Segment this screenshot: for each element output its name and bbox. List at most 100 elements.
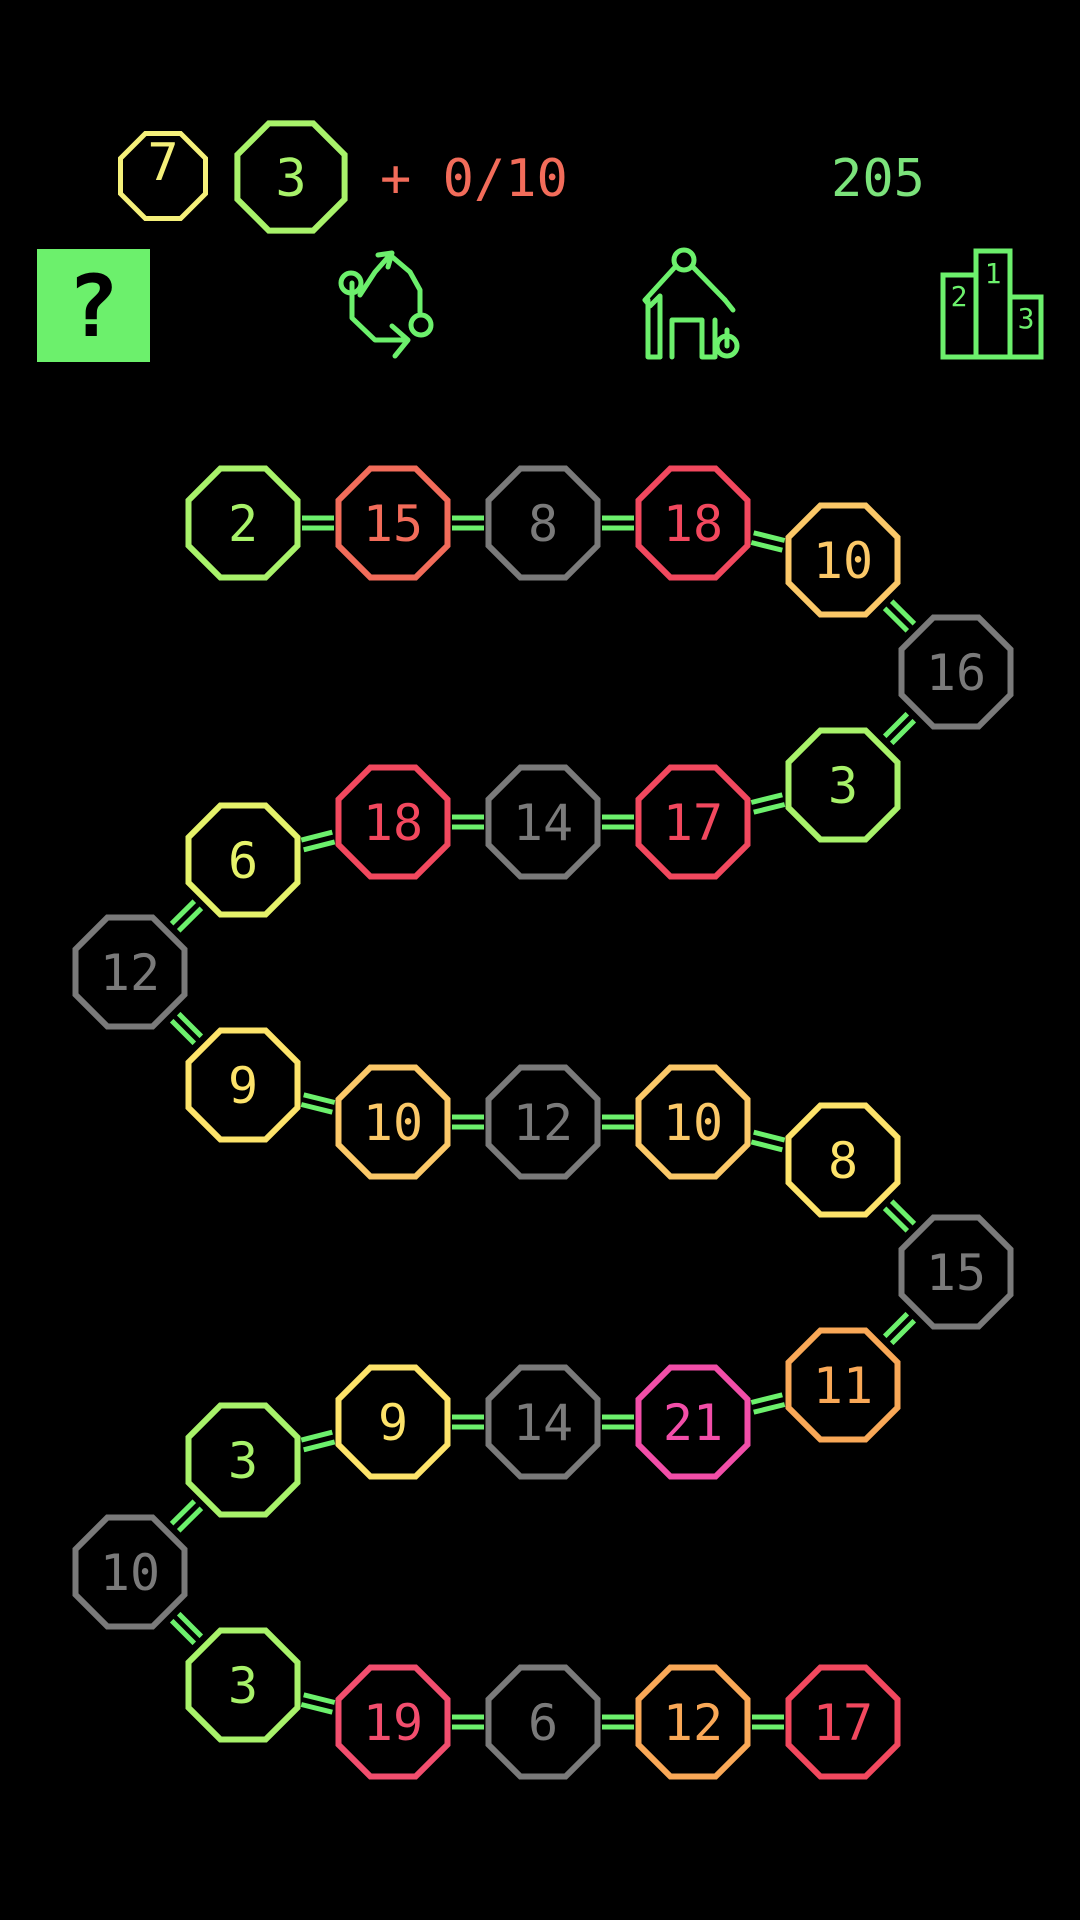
path-link-line <box>889 1199 917 1226</box>
path-node-octagon-icon[interactable] <box>785 1664 901 1780</box>
path-link-line <box>753 1402 786 1415</box>
path-node-octagon-icon[interactable] <box>72 1514 188 1630</box>
path-node-octagon-icon[interactable] <box>485 465 601 581</box>
path-node-octagon-icon[interactable] <box>185 1027 301 1143</box>
path-node[interactable]: 3 <box>185 1627 301 1743</box>
path-node-octagon-icon[interactable] <box>185 802 301 918</box>
path-node[interactable]: 9 <box>185 1027 301 1143</box>
path-node-value: 10 <box>100 1544 160 1602</box>
path-node[interactable]: 11 <box>785 1327 901 1443</box>
podium-first-label: 1 <box>985 257 1002 290</box>
path-node-octagon-icon[interactable] <box>785 502 901 618</box>
path-link-line <box>750 792 783 805</box>
path-node-octagon-icon[interactable] <box>898 614 1014 730</box>
path-link <box>169 899 204 933</box>
path-node-octagon-icon[interactable] <box>785 727 901 843</box>
path-node-octagon-icon[interactable] <box>485 1664 601 1780</box>
path-node-octagon-icon[interactable] <box>335 1064 451 1180</box>
path-node-octagon-icon[interactable] <box>785 1102 901 1218</box>
path-node-value: 9 <box>378 1394 408 1452</box>
path-link-line <box>169 1618 197 1646</box>
path-link-line <box>750 1139 783 1153</box>
leaderboard-icon[interactable]: 1 2 3 <box>940 248 1044 360</box>
path-node-octagon-icon[interactable] <box>335 764 451 880</box>
path-link-line <box>882 1206 910 1233</box>
path-node[interactable]: 6 <box>185 802 301 918</box>
path-node-octagon-icon[interactable] <box>185 1402 301 1518</box>
path-link <box>602 1414 634 1430</box>
path-link <box>750 1129 786 1153</box>
path-link-line <box>300 1429 333 1443</box>
path-node[interactable]: 6 <box>485 1664 601 1780</box>
path-node-octagon-icon[interactable] <box>898 1214 1014 1330</box>
path-node-octagon-icon[interactable] <box>635 1664 751 1780</box>
path-node[interactable]: 12 <box>485 1064 601 1180</box>
path-node-octagon-icon[interactable] <box>635 1064 751 1180</box>
path-link <box>750 1392 786 1415</box>
path-node[interactable]: 15 <box>335 465 451 581</box>
path-link <box>300 1429 336 1453</box>
path-node[interactable]: 14 <box>485 1364 601 1480</box>
path-link-line <box>169 899 197 926</box>
path-link <box>882 599 917 633</box>
path-link-line <box>889 599 917 626</box>
path-link <box>169 1499 204 1533</box>
path-node-octagon-icon[interactable] <box>485 764 601 880</box>
path-node[interactable]: 10 <box>72 1514 188 1630</box>
path-node-octagon-icon[interactable] <box>335 1364 451 1480</box>
score-value: 205 <box>831 149 925 209</box>
path-node[interactable]: 17 <box>635 764 751 880</box>
path-node-octagon-icon[interactable] <box>485 1364 601 1480</box>
path-node[interactable]: 3 <box>185 1402 301 1518</box>
path-node-octagon-icon[interactable] <box>635 1364 751 1480</box>
path-link-line <box>303 1092 336 1105</box>
path-node[interactable]: 21 <box>635 1364 751 1480</box>
path-node-octagon-icon[interactable] <box>635 465 751 581</box>
path-node-octagon-icon[interactable] <box>485 1064 601 1180</box>
path-node[interactable]: 9 <box>335 1364 451 1480</box>
path-link <box>602 1714 634 1730</box>
path-node[interactable]: 19 <box>335 1664 451 1780</box>
path-node[interactable]: 14 <box>485 764 601 880</box>
help-icon[interactable] <box>37 249 150 362</box>
path-node-octagon-icon[interactable] <box>72 914 188 1030</box>
path-node[interactable]: 10 <box>335 1064 451 1180</box>
path-node-value: 18 <box>363 794 423 852</box>
path-node-value: 3 <box>228 1432 258 1490</box>
path-node[interactable]: 8 <box>785 1102 901 1218</box>
path-node[interactable]: 18 <box>635 465 751 581</box>
path-link-line <box>753 1129 786 1143</box>
path-node-octagon-icon[interactable] <box>335 1664 451 1780</box>
help-button[interactable]: ? <box>37 249 150 362</box>
path-node-value: 11 <box>813 1357 873 1415</box>
path-node-octagon-icon[interactable] <box>785 1327 901 1443</box>
path-node-octagon-icon[interactable] <box>335 465 451 581</box>
path-link <box>300 829 336 853</box>
path-node[interactable]: 12 <box>72 914 188 1030</box>
path-node[interactable]: 12 <box>635 1664 751 1780</box>
path-node-value: 3 <box>228 1657 258 1715</box>
path-node[interactable]: 10 <box>635 1064 751 1180</box>
path-node-value: 17 <box>813 1694 873 1752</box>
path-node[interactable]: 8 <box>485 465 601 581</box>
path-node[interactable]: 3 <box>785 727 901 843</box>
path-node[interactable]: 10 <box>785 502 901 618</box>
hud: 7 3 + 0/10 205 <box>118 120 925 234</box>
path-node-octagon-icon[interactable] <box>185 1627 301 1743</box>
path-node[interactable]: 18 <box>335 764 451 880</box>
path-node-octagon-icon[interactable] <box>635 764 751 880</box>
path-node-value: 17 <box>663 794 723 852</box>
path-node[interactable]: 17 <box>785 1664 901 1780</box>
path-node-value: 18 <box>663 495 723 553</box>
swap-icon[interactable] <box>335 245 435 360</box>
next-tile-octagon-icon <box>234 120 348 234</box>
path-link-line <box>753 530 786 543</box>
path-node[interactable]: 16 <box>898 614 1014 730</box>
path-node-value: 15 <box>363 495 423 553</box>
path-node[interactable]: 15 <box>898 1214 1014 1330</box>
path-link-line <box>303 839 336 853</box>
path-node[interactable]: 2 <box>185 465 301 581</box>
path-node-octagon-icon[interactable] <box>185 465 301 581</box>
home-icon[interactable] <box>635 245 745 360</box>
